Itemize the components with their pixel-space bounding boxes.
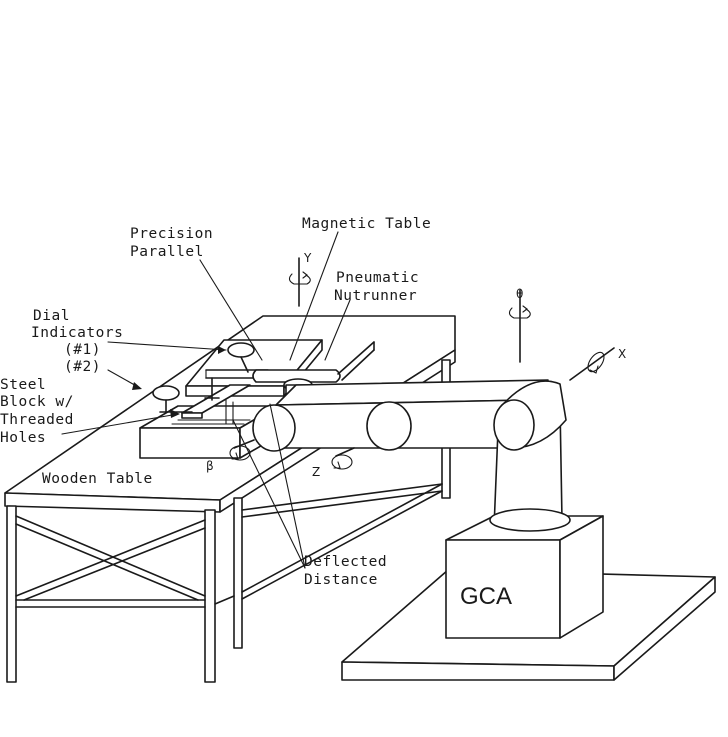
robot-shoulder-joint [494, 400, 534, 450]
label-dial-line2: Indicators [31, 325, 123, 341]
label-nutrunner-line1: Pneumatic [336, 270, 419, 286]
label-precision-line2: Parallel [130, 244, 204, 260]
axis-z-rotation-icon [332, 448, 354, 469]
label-steel-line4: Holes [0, 430, 46, 446]
axis-label-x: X [618, 347, 626, 361]
label-deflected-line2: Distance [304, 572, 378, 588]
label-magnetic-table: Magnetic Table [302, 216, 431, 232]
label-dial-line1: Dial [33, 308, 70, 324]
label-steel-line2: Block w/ [0, 394, 74, 410]
robot-brand-label: GCA [460, 583, 512, 610]
label-wooden-table: Wooden Table [42, 471, 153, 487]
label-deflected-line1: Deflected [304, 554, 387, 570]
axis-label-z: Z [312, 465, 320, 479]
axis-label-y: Y [303, 251, 312, 265]
robot-elbow-joint [367, 402, 411, 450]
axis-y-rotation-icon [289, 258, 310, 306]
axis-label-theta: θ [516, 287, 523, 301]
axis-label-beta: β [206, 459, 214, 473]
label-dial-line3: (#1) [64, 342, 101, 358]
label-precision-line1: Precision [130, 226, 213, 242]
label-steel-line1: Steel [0, 377, 46, 393]
robot-wrist-joint [253, 405, 295, 451]
robot-base: GCA [342, 509, 715, 680]
floor-plate-front [342, 662, 614, 680]
label-nutrunner-line2: Nutrunner [334, 288, 417, 304]
label-steel-line3: Threaded [0, 412, 74, 428]
axis-x-rotation-icon [570, 348, 614, 380]
label-dial-line4: (#2) [64, 359, 101, 375]
